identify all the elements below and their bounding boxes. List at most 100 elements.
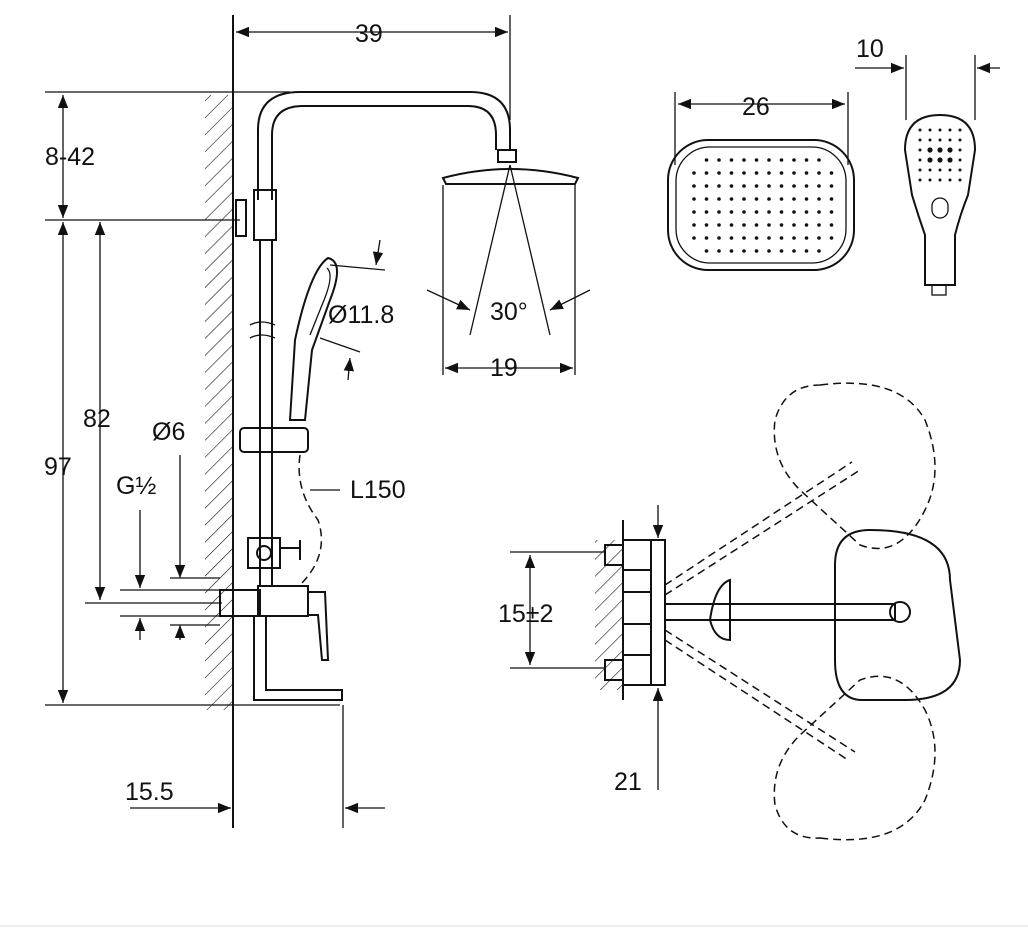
nozzle-dot — [938, 178, 942, 182]
nozzle-dot — [729, 197, 734, 201]
nozzle-dot — [692, 236, 696, 240]
nozzle-dot — [829, 223, 834, 227]
nozzle-dot — [754, 158, 759, 162]
nozzle-dot — [742, 249, 746, 253]
nozzle-dot — [754, 249, 759, 253]
nozzle-dot — [729, 210, 734, 214]
nozzle-dot — [948, 138, 952, 142]
dim-handshower-depth: 10 — [856, 35, 884, 63]
dim-thread: G½ — [116, 472, 156, 500]
nozzle-dot — [779, 236, 784, 240]
nozzle-dot — [729, 249, 734, 253]
nozzle-dot — [928, 128, 932, 132]
hand-shower-front-view — [855, 55, 1000, 296]
hand-shower — [288, 256, 338, 586]
nozzle-dot — [729, 236, 734, 240]
nozzle-dot — [958, 138, 962, 142]
spray-cone — [426, 164, 591, 375]
dim-spray-angle: 30° — [490, 298, 528, 326]
dim-total-height: 97 — [44, 453, 72, 481]
nozzle-dot — [767, 223, 771, 227]
nozzle-dot — [717, 223, 721, 227]
nozzle-dot — [767, 171, 771, 175]
nozzle-dot — [918, 168, 922, 172]
nozzle-dot — [792, 197, 796, 201]
dim-mixer-height: 82 — [83, 405, 111, 433]
nozzle-dot — [804, 210, 809, 214]
nozzle-dot — [938, 138, 942, 142]
dim-hose-length: L150 — [350, 476, 406, 504]
nozzle-dot — [767, 197, 771, 201]
nozzle-dot — [767, 249, 771, 253]
nozzle-dot — [717, 249, 721, 253]
wall — [205, 15, 234, 828]
nozzle-dot — [792, 158, 796, 162]
nozzle-dot — [804, 171, 809, 175]
nozzle-dot — [742, 184, 746, 188]
nozzle-dot — [947, 157, 953, 163]
nozzle-dot — [704, 249, 709, 253]
nozzle-dot — [692, 171, 696, 175]
nozzle-dot — [817, 184, 821, 188]
nozzle-dot — [958, 128, 962, 132]
dim-inlet-spacing: 15±2 — [498, 600, 553, 628]
nozzle-dot — [918, 148, 922, 152]
nozzle-dot — [754, 236, 759, 240]
nozzle-dot — [817, 171, 821, 175]
nozzle-dot — [729, 223, 734, 227]
nozzle-dot — [928, 168, 932, 172]
nozzle-dot — [767, 158, 771, 162]
nozzle-dot — [779, 249, 784, 253]
dim-total-width: 39 — [355, 20, 383, 48]
nozzle-dot — [754, 210, 759, 214]
dim-wall-offset: 15.5 — [125, 778, 174, 806]
nozzle-dot — [918, 178, 922, 182]
nozzle-dot — [829, 197, 834, 201]
nozzle-dot — [792, 184, 796, 188]
nozzle-dot — [742, 223, 746, 227]
nozzle-dot — [792, 249, 796, 253]
nozzle-dot — [829, 171, 834, 175]
dim-head-width: 26 — [742, 93, 770, 121]
nozzle-dot — [704, 184, 709, 188]
nozzle-dot — [947, 147, 953, 153]
nozzle-dot — [779, 223, 784, 227]
nozzle-dot — [958, 158, 962, 162]
nozzle-dot — [918, 158, 922, 162]
nozzle-dot — [817, 249, 821, 253]
nozzle-dot — [937, 157, 943, 163]
dim-height-adjust: 8-42 — [45, 143, 95, 171]
nozzle-dot — [717, 197, 721, 201]
nozzle-dot — [704, 210, 709, 214]
nozzle-dot — [742, 197, 746, 201]
plan-view — [510, 382, 962, 841]
nozzle-dot — [704, 197, 709, 201]
dim-head-spray: 19 — [490, 354, 518, 382]
nozzle-dot — [948, 128, 952, 132]
nozzle-dot — [938, 128, 942, 132]
nozzle-dot — [927, 147, 933, 153]
nozzle-dot — [754, 184, 759, 188]
nozzle-dot — [717, 171, 721, 175]
nozzle-dot — [829, 184, 834, 188]
nozzle-dot — [829, 236, 834, 240]
nozzle-dot — [704, 236, 709, 240]
nozzle-dot — [692, 210, 696, 214]
nozzle-dot — [704, 223, 709, 227]
head-shower-top-view — [667, 92, 855, 271]
nozzle-dot — [804, 158, 809, 162]
nozzle-dot — [779, 184, 784, 188]
nozzle-dot — [767, 236, 771, 240]
nozzle-dot — [804, 184, 809, 188]
nozzle-dot — [717, 236, 721, 240]
nozzle-dot — [717, 184, 721, 188]
nozzle-dot — [692, 223, 696, 227]
dim-handshower-diameter: Ø11.8 — [328, 301, 394, 329]
nozzle-dot — [717, 210, 721, 214]
nozzle-dot — [948, 168, 952, 172]
nozzle-dot — [792, 223, 796, 227]
nozzle-dot — [704, 171, 709, 175]
nozzle-dot — [704, 158, 709, 162]
nozzle-dot — [792, 236, 796, 240]
